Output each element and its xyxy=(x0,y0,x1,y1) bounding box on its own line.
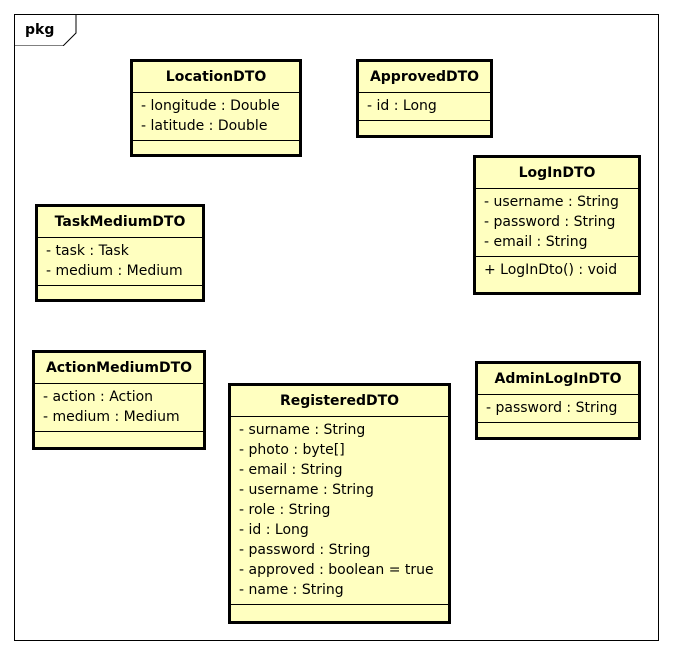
attribute: - password : String xyxy=(486,400,618,416)
attribute: - surname : String xyxy=(239,422,366,438)
attribute: - id : Long xyxy=(239,522,309,538)
class-approveddto[interactable]: ApprovedDTO - id : Long xyxy=(356,59,493,138)
attribute: - approved : boolean = true xyxy=(239,562,434,578)
class-logindto[interactable]: LogInDTO - username : String - password … xyxy=(473,155,641,295)
attribute: - medium : Medium xyxy=(46,263,183,279)
package-label: pkg xyxy=(25,22,55,38)
attributes-compartment: - username : String - password : String … xyxy=(476,189,638,257)
operations-compartment xyxy=(231,605,448,617)
class-name: ApprovedDTO xyxy=(359,62,490,93)
attribute: - medium : Medium xyxy=(43,409,180,425)
attribute: - id : Long xyxy=(367,98,437,114)
attributes-compartment: - id : Long xyxy=(359,93,490,121)
class-name: TaskMediumDTO xyxy=(38,207,202,238)
class-registereddto[interactable]: RegisteredDTO - surname : String - photo… xyxy=(228,383,451,624)
attribute: - task : Task xyxy=(46,243,129,259)
attribute: - name : String xyxy=(239,582,344,598)
operations-compartment xyxy=(38,286,202,298)
class-name: RegisteredDTO xyxy=(231,386,448,417)
attribute: - password : String xyxy=(484,214,616,230)
attribute: - latitude : Double xyxy=(141,118,268,134)
operations-compartment xyxy=(35,432,203,444)
class-actionmediumdto[interactable]: ActionMediumDTO - action : Action - medi… xyxy=(32,350,206,450)
operations-compartment xyxy=(478,423,638,435)
class-taskmediumdto[interactable]: TaskMediumDTO - task : Task - medium : M… xyxy=(35,204,205,302)
class-name: LogInDTO xyxy=(476,158,638,189)
operation: + LogInDto() : void xyxy=(484,262,618,278)
attributes-compartment: - longitude : Double - latitude : Double xyxy=(133,93,299,141)
operations-compartment: + LogInDto() : void xyxy=(476,257,638,282)
attribute: - photo : byte[] xyxy=(239,442,345,458)
package-tab-outline xyxy=(15,15,77,46)
attributes-compartment: - task : Task - medium : Medium xyxy=(38,238,202,286)
attributes-compartment: - action : Action - medium : Medium xyxy=(35,384,203,432)
attribute: - password : String xyxy=(239,542,371,558)
class-adminlogindto[interactable]: AdminLogInDTO - password : String xyxy=(475,361,641,440)
class-name: LocationDTO xyxy=(133,62,299,93)
package-frame: pkg xyxy=(14,14,659,641)
class-name: AdminLogInDTO xyxy=(478,364,638,395)
operations-compartment xyxy=(133,141,299,153)
operations-compartment xyxy=(359,121,490,133)
attribute: - action : Action xyxy=(43,389,154,405)
attributes-compartment: - password : String xyxy=(478,395,638,423)
attribute: - role : String xyxy=(239,502,331,518)
attribute: - email : String xyxy=(484,234,588,250)
package-tab: pkg xyxy=(15,15,77,46)
attribute: - username : String xyxy=(484,194,619,210)
class-locationdto[interactable]: LocationDTO - longitude : Double - latit… xyxy=(130,59,302,157)
class-name: ActionMediumDTO xyxy=(35,353,203,384)
attribute: - longitude : Double xyxy=(141,98,280,114)
attributes-compartment: - surname : String - photo : byte[] - em… xyxy=(231,417,448,605)
attribute: - username : String xyxy=(239,482,374,498)
attribute: - email : String xyxy=(239,462,343,478)
